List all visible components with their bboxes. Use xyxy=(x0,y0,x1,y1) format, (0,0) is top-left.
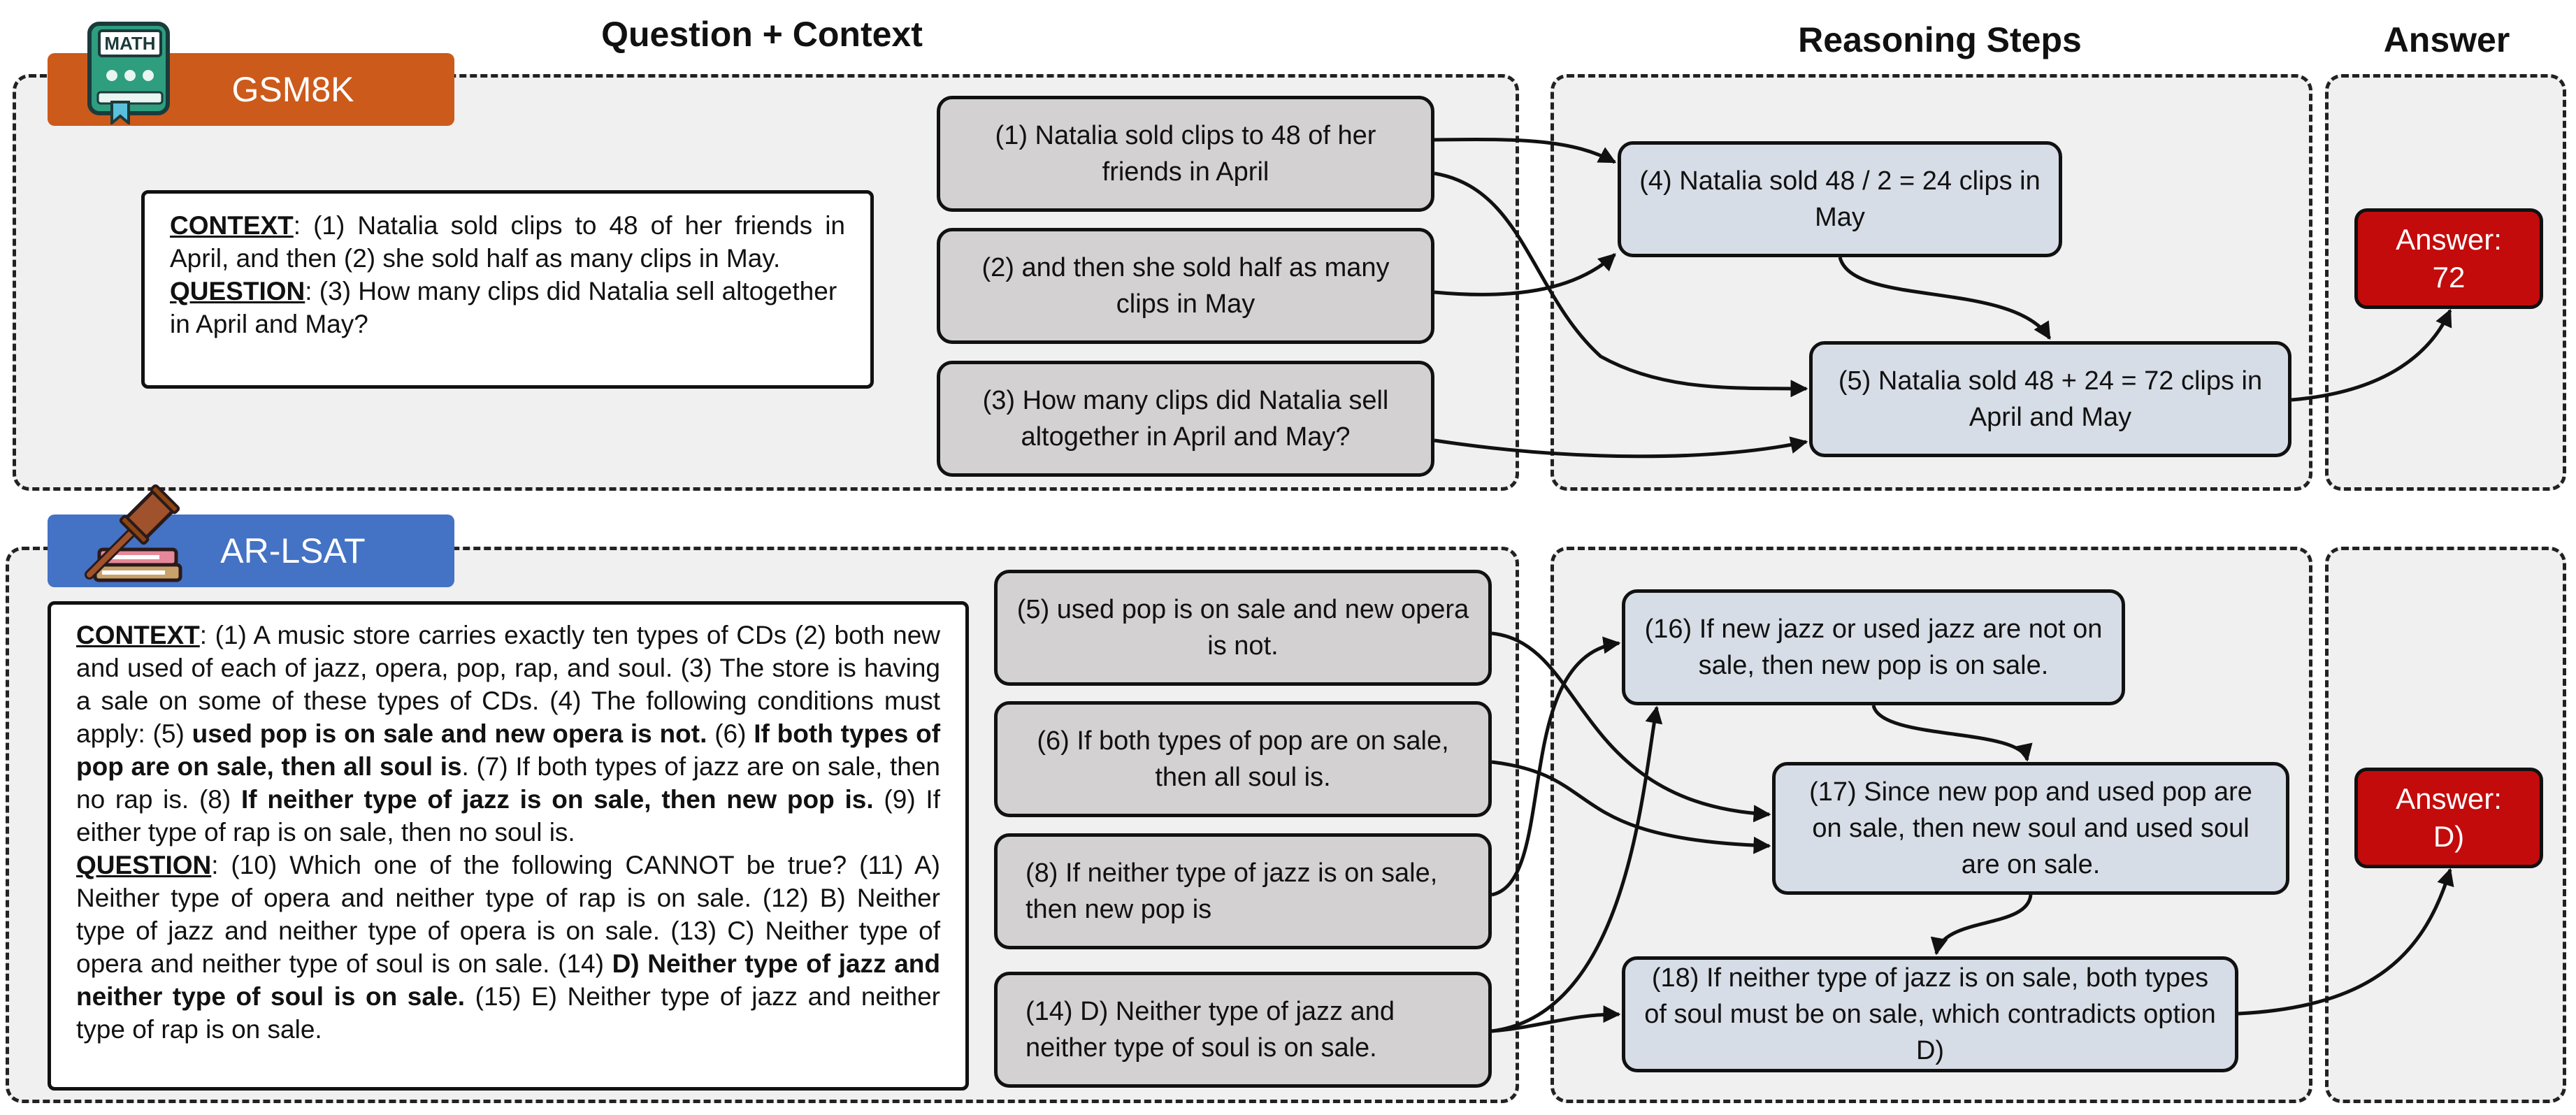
arlsat-question-text-15: (15) E) Neither type of jazz and neither… xyxy=(76,982,941,1044)
arrow-gsm-1-to-5 xyxy=(1434,171,1808,398)
gsm8k-answer-box: Answer: 72 xyxy=(2354,208,2543,309)
gsm8k-step-5: (5) Natalia sold 48 + 24 = 72 clips in A… xyxy=(1809,341,2291,457)
math-book-label: MATH xyxy=(104,33,155,54)
gsm8k-context-paragraph: CONTEXT: (1) Natalia sold clips to 48 of… xyxy=(170,209,845,275)
arlsat-step-17: (17) Since new pop and used pop are on s… xyxy=(1772,762,2289,895)
gsm8k-node-2: (2) and then she sold half as many clips… xyxy=(937,228,1434,344)
arrow-gsm-2-to-4 xyxy=(1434,253,1616,296)
arlsat-context-text-1: : (1) A music store carries exactly ten … xyxy=(76,621,940,748)
header-question-context: Question + Context xyxy=(601,15,923,54)
arlsat-answer-label: Answer: xyxy=(2396,782,2502,815)
gsm8k-question-text: : (3) How many clips did Natalia sell al… xyxy=(170,277,837,338)
gsm8k-context-box: CONTEXT: (1) Natalia sold clips to 48 of… xyxy=(141,190,874,389)
arlsat-node-8: (8) If neither type of jazz is on sale, … xyxy=(994,833,1492,949)
arlsat-context-box: CONTEXT: (1) A music store carries exact… xyxy=(48,601,969,1091)
header-reasoning-steps: Reasoning Steps xyxy=(1798,20,2082,59)
math-book-icon: MATH xyxy=(87,22,170,124)
arrow-ar-14-to-16 xyxy=(1491,705,1663,1033)
arrow-ar-6-to-17 xyxy=(1491,760,1771,854)
gsm8k-badge-label: GSM8K xyxy=(231,70,354,109)
arlsat-context-bold-6: If both types of pop are on sale, then a… xyxy=(76,719,941,781)
arrow-ar-14-to-18 xyxy=(1491,1005,1621,1033)
arrow-ar-5-to-17 xyxy=(1491,631,1771,823)
arlsat-context-bold-5: used pop is on sale and new opera is not… xyxy=(192,719,707,748)
gsm8k-context-text: : (1) Natalia sold clips to 48 of her fr… xyxy=(170,211,845,273)
arlsat-context-text-9: (9) If either type of rap is on sale, th… xyxy=(76,785,940,847)
arlsat-context-bold-8: If neither type of jazz is on sale, then… xyxy=(240,785,874,814)
arrow-ar-8-to-16 xyxy=(1491,636,1621,897)
arrow-ar-16-to-17 xyxy=(1871,705,2033,762)
arrow-ar-18-to-ans xyxy=(2238,868,2454,1016)
arrow-gsm-5-to-ans xyxy=(2291,308,2452,402)
arlsat-step-16: (16) If new jazz or used jazz are not on… xyxy=(1622,589,2125,705)
arlsat-answer-box: Answer: D) xyxy=(2354,768,2543,868)
gsm8k-answer-value: 72 xyxy=(2432,261,2466,294)
arlsat-question-text-1: : (10) Which one of the following CANNOT… xyxy=(76,851,940,978)
arlsat-question-label: QUESTION xyxy=(76,851,212,879)
arlsat-step-18: (18) If neither type of jazz is on sale,… xyxy=(1622,956,2238,1072)
arrow-ar-17-to-18 xyxy=(1930,894,2033,956)
gavel-book-icon xyxy=(85,484,182,582)
arlsat-node-14: (14) D) Neither type of jazz and neither… xyxy=(994,972,1492,1088)
arlsat-context-label: CONTEXT xyxy=(76,621,200,649)
arlsat-answer-value: D) xyxy=(2433,820,2465,853)
gsm8k-answer-label: Answer: xyxy=(2396,223,2502,256)
arlsat-node-6: (6) If both types of pop are on sale, th… xyxy=(994,701,1492,817)
gsm8k-node-1: (1) Natalia sold clips to 48 of her frie… xyxy=(937,96,1434,212)
arlsat-context-paragraph: CONTEXT: (1) A music store carries exact… xyxy=(76,619,940,849)
arlsat-badge-label: AR-LSAT xyxy=(220,531,366,570)
arlsat-node-5: (5) used pop is on sale and new opera is… xyxy=(994,570,1492,686)
arlsat-question-bold-14: D) Neither type of jazz and neither type… xyxy=(76,949,940,1011)
arlsat-context-text-7: . (7) If both types of jazz are on sale,… xyxy=(76,752,940,814)
header-answer: Answer xyxy=(2383,20,2510,59)
gsm8k-question-label: QUESTION xyxy=(170,277,305,305)
gsm8k-question-paragraph: QUESTION: (3) How many clips did Natalia… xyxy=(170,275,845,340)
arrow-gsm-3-to-5 xyxy=(1434,436,1808,459)
gsm8k-step-4: (4) Natalia sold 48 / 2 = 24 clips in Ma… xyxy=(1618,141,2062,257)
gsm8k-node-3: (3) How many clips did Natalia sell alto… xyxy=(937,361,1434,477)
gsm8k-context-label: CONTEXT xyxy=(170,211,294,240)
arlsat-question-paragraph: QUESTION: (10) Which one of the followin… xyxy=(76,849,940,1046)
arlsat-context-text-6: (6) xyxy=(707,719,754,748)
arrow-gsm-1-to-4 xyxy=(1434,137,1617,164)
arrow-gsm-4-to-5 xyxy=(1838,257,2052,340)
